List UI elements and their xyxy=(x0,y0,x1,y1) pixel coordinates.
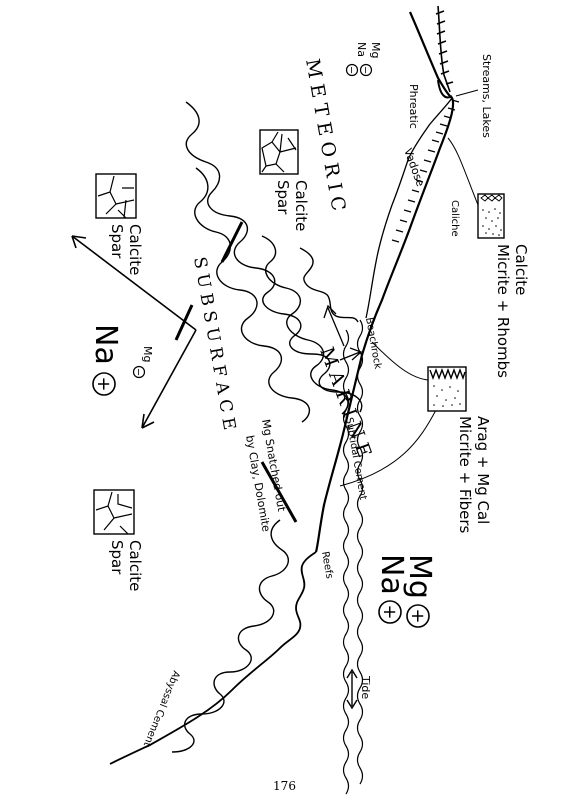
meteoric-subsurface-stroke xyxy=(174,304,194,341)
meteoric-mg-sign-circle xyxy=(359,63,373,77)
calcite-spar-meteoric-box xyxy=(259,129,299,175)
land-surface-line xyxy=(314,11,455,553)
arag-mgcal-line1: Arag + Mg Cal xyxy=(474,416,492,524)
marine-bold-stroke xyxy=(260,461,298,523)
leader-calcite-micrite xyxy=(447,137,479,206)
calcite-spar-left-line2: Spar xyxy=(108,224,126,259)
marine-mg-label: Mg xyxy=(402,554,437,599)
meteoric-marine-wave xyxy=(299,247,359,323)
subsurface-na-sign: + xyxy=(93,376,114,391)
subsurface-arrow-down-head xyxy=(141,413,155,429)
subsurface-arrow-up-head xyxy=(71,235,87,249)
subsurface-mg-sign-circle xyxy=(132,365,146,379)
subsurface-ions: Mg − Na + xyxy=(88,324,154,396)
page-number: 176 xyxy=(273,779,296,793)
arag-mgcal-box xyxy=(427,366,467,412)
leader-arag-beachrock xyxy=(371,341,429,381)
stream-dip xyxy=(437,79,453,99)
meteoric-ions: Mg − Na − xyxy=(345,42,382,77)
calcite-spar-right-line2: Spar xyxy=(108,540,126,575)
marine-mg-sign-circle xyxy=(406,604,430,628)
meteoric-na-label: Na xyxy=(355,42,368,57)
subsurface-label: S U B S U R F A C E xyxy=(189,255,239,431)
meteoric-boundary-wave xyxy=(185,101,363,413)
calcite-spar-meteoric-line1: Calcite xyxy=(292,180,310,231)
subsurface-arrow-down xyxy=(141,329,197,429)
marine-na-label: Na xyxy=(374,554,409,595)
calcite-spar-subsurface-right-box xyxy=(93,489,135,535)
marine-subsurface-wave-1 xyxy=(194,167,311,423)
marine-subsurface-wave-2 xyxy=(261,235,349,415)
reefs-label: Reefs xyxy=(319,551,335,580)
calcite-spar-right-line1: Calcite xyxy=(126,540,144,591)
leader-arag-subtidal xyxy=(339,409,437,487)
subsurface-na-label: Na xyxy=(88,324,123,365)
arag-mgcal-line2: Micrite + Fibers xyxy=(456,416,474,534)
land-hatching xyxy=(435,5,454,93)
calcite-micrite-rhombs-box xyxy=(477,193,505,239)
caliche-label: Caliche xyxy=(449,200,460,237)
subsurface-deep-wave xyxy=(171,519,290,753)
calcite-spar-left-line1: Calcite xyxy=(126,224,144,275)
tide-line-upper xyxy=(356,319,364,785)
subsurface-na-sign-circle xyxy=(92,372,116,396)
subsurface-mg-label: Mg xyxy=(141,346,154,362)
phreatic-label: Phreatic xyxy=(407,84,420,129)
meteoric-na-sign: − xyxy=(346,66,357,74)
streams-lakes-label: Streams, Lakes xyxy=(480,54,493,138)
marine-mg-sign: + xyxy=(407,608,428,623)
calcite-spar-subsurface-left-box xyxy=(95,173,137,219)
subsurface-arrow-up xyxy=(71,235,197,331)
meteoric-na-sign-circle xyxy=(345,63,359,77)
calcite-spar-meteoric-line2: Spar xyxy=(274,180,292,215)
reef-profile xyxy=(109,551,317,765)
tide-label: Tide xyxy=(359,675,372,699)
beachrock-arrows xyxy=(323,304,363,361)
leader-streams xyxy=(455,89,479,97)
tide-arrow xyxy=(346,668,358,710)
marine-na-sign-circle xyxy=(378,600,402,624)
calcite-micrite-line2: Micrite + Rhombs xyxy=(494,244,512,378)
abyssal-cement-label: Abyssal Cement xyxy=(141,669,182,748)
meteoric-mg-label: Mg xyxy=(369,42,382,58)
meteoric-mg-sign: − xyxy=(360,66,371,74)
vadose-hatching xyxy=(391,99,460,243)
marine-na-sign: + xyxy=(379,604,400,619)
phreatic-vadose-boundary xyxy=(365,97,453,319)
calcite-micrite-line1: Calcite xyxy=(512,244,530,295)
subsurface-mg-sign: − xyxy=(133,368,144,376)
meteoric-bold-stroke xyxy=(220,221,244,263)
marine-ions: Mg + Na + xyxy=(374,554,437,628)
